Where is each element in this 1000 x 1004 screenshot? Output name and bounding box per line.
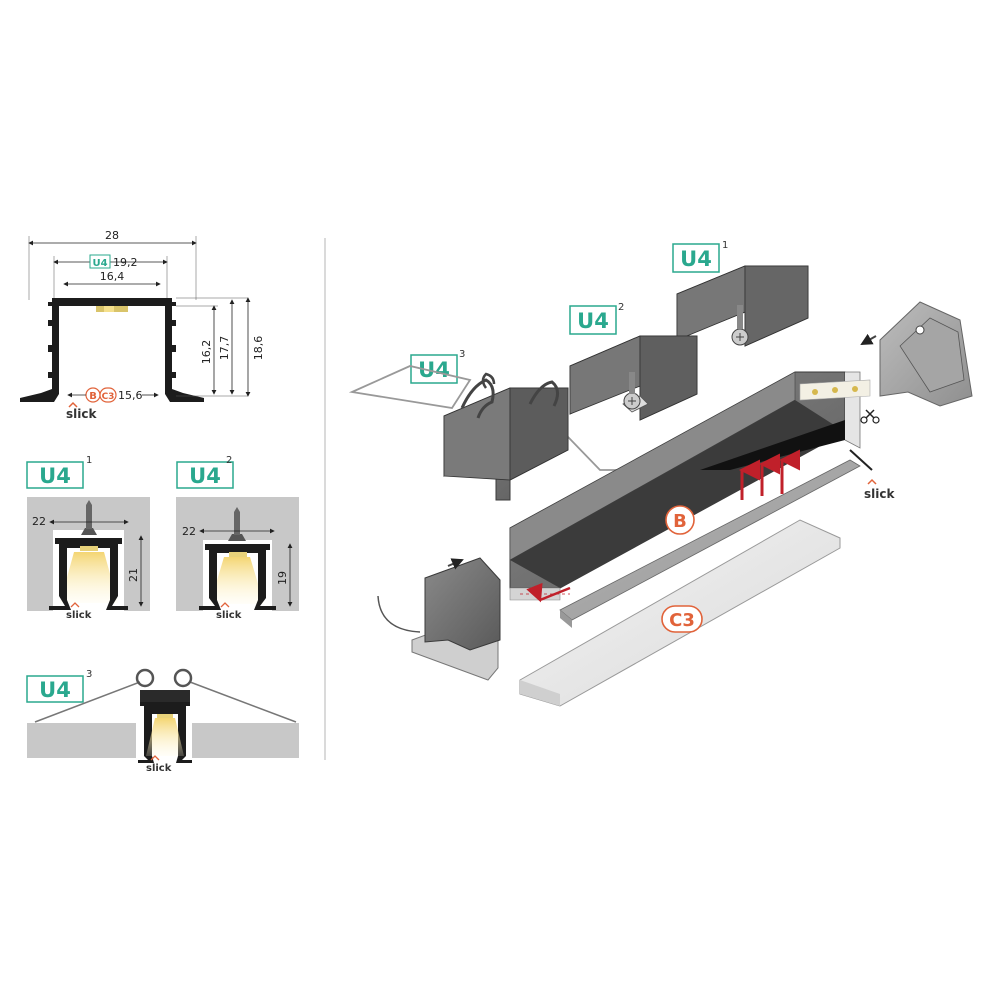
u4-label-box-6 bbox=[410, 354, 458, 384]
screw-icon-1 bbox=[81, 528, 97, 535]
superscript-1: 1 bbox=[86, 455, 92, 466]
u4-label-box-4 bbox=[672, 243, 720, 273]
superscript-2: 2 bbox=[226, 455, 232, 466]
brand-logo-3d: slick bbox=[864, 487, 895, 501]
profile-installed-1 bbox=[49, 538, 128, 610]
brand-logo-install2: slick bbox=[216, 610, 242, 621]
brand-logo-crosssection: slick bbox=[66, 407, 97, 421]
spring-wire bbox=[348, 365, 472, 409]
dim-height-1: 16,2 bbox=[200, 340, 213, 365]
b-label: B bbox=[673, 511, 687, 532]
dim-width-inner: 16,4 bbox=[100, 270, 125, 283]
svg-text:3: 3 bbox=[459, 349, 465, 360]
end-cap-left-arrow bbox=[447, 558, 464, 570]
install-view-1: U4 1 22 21 slick bbox=[26, 455, 150, 621]
c3-badge-large bbox=[661, 605, 703, 633]
spring-clip-right bbox=[173, 668, 193, 688]
exploded-view: U4 1 U4 2 U4 3 bbox=[348, 240, 973, 707]
dim-install2-height: 19 bbox=[276, 571, 289, 585]
superscript-3: 3 bbox=[86, 669, 92, 680]
c3-label: C3 bbox=[669, 610, 695, 631]
slide-arrow bbox=[526, 582, 571, 603]
brand-roof-icon bbox=[68, 401, 78, 408]
profile-outline bbox=[20, 298, 204, 402]
dim-height-2: 17,7 bbox=[218, 336, 231, 361]
cross-section-drawing: 28 U4 19,2 16,4 16,2 17,7 18,6 B C3 15,6 bbox=[20, 229, 265, 421]
dim-install2-width: 22 bbox=[182, 525, 196, 538]
u4-label-box-3 bbox=[26, 675, 84, 703]
dim-height-3: 18,6 bbox=[252, 336, 265, 361]
u4-tag-small bbox=[89, 254, 111, 269]
install-view-2: U4 2 22 19 slick bbox=[176, 455, 299, 621]
u4-label-4: U4 bbox=[680, 247, 712, 271]
svg-text:B: B bbox=[89, 391, 97, 402]
screw-icon-2 bbox=[228, 534, 246, 541]
c3-badge-small bbox=[99, 387, 117, 403]
u4-label-box-5 bbox=[569, 305, 617, 335]
dim-install1-height: 21 bbox=[127, 568, 140, 582]
spring-coil-right bbox=[528, 380, 559, 407]
b-badge-large bbox=[665, 505, 695, 535]
brand-logo-install3: slick bbox=[146, 763, 172, 774]
u4-label-2: U4 bbox=[189, 464, 221, 488]
light-cone-3 bbox=[146, 718, 184, 756]
light-cone-2 bbox=[210, 557, 264, 604]
dim-width-bottom: 15,6 bbox=[118, 389, 143, 402]
light-cone-1 bbox=[60, 552, 118, 603]
end-cap-right-arrow bbox=[860, 333, 877, 345]
power-cable bbox=[849, 449, 873, 471]
u4-label-5: U4 bbox=[577, 309, 609, 333]
u4-tag-small-label: U4 bbox=[92, 258, 107, 269]
brand-logo-install1: slick bbox=[66, 610, 92, 621]
u4-label-box-1 bbox=[26, 461, 84, 489]
end-cap-cable bbox=[377, 595, 421, 633]
svg-text:2: 2 bbox=[618, 302, 624, 313]
install-view-3: U4 3 slick bbox=[26, 668, 299, 774]
dim-width-outer: 28 bbox=[105, 229, 119, 242]
svg-text:C3: C3 bbox=[102, 392, 115, 402]
u4-label-1: U4 bbox=[39, 464, 71, 488]
svg-text:1: 1 bbox=[722, 240, 728, 251]
dim-install1-width: 22 bbox=[32, 515, 46, 528]
u4-label-3: U4 bbox=[39, 678, 71, 702]
spring-coil-left bbox=[460, 378, 495, 419]
u4-label-box-2 bbox=[176, 461, 234, 489]
spring-clip-left bbox=[135, 668, 155, 688]
scissors-icon bbox=[865, 409, 875, 419]
dim-width-u4: 19,2 bbox=[113, 256, 138, 269]
u4-label-6: U4 bbox=[418, 358, 450, 382]
profile-installed-2 bbox=[199, 544, 276, 610]
